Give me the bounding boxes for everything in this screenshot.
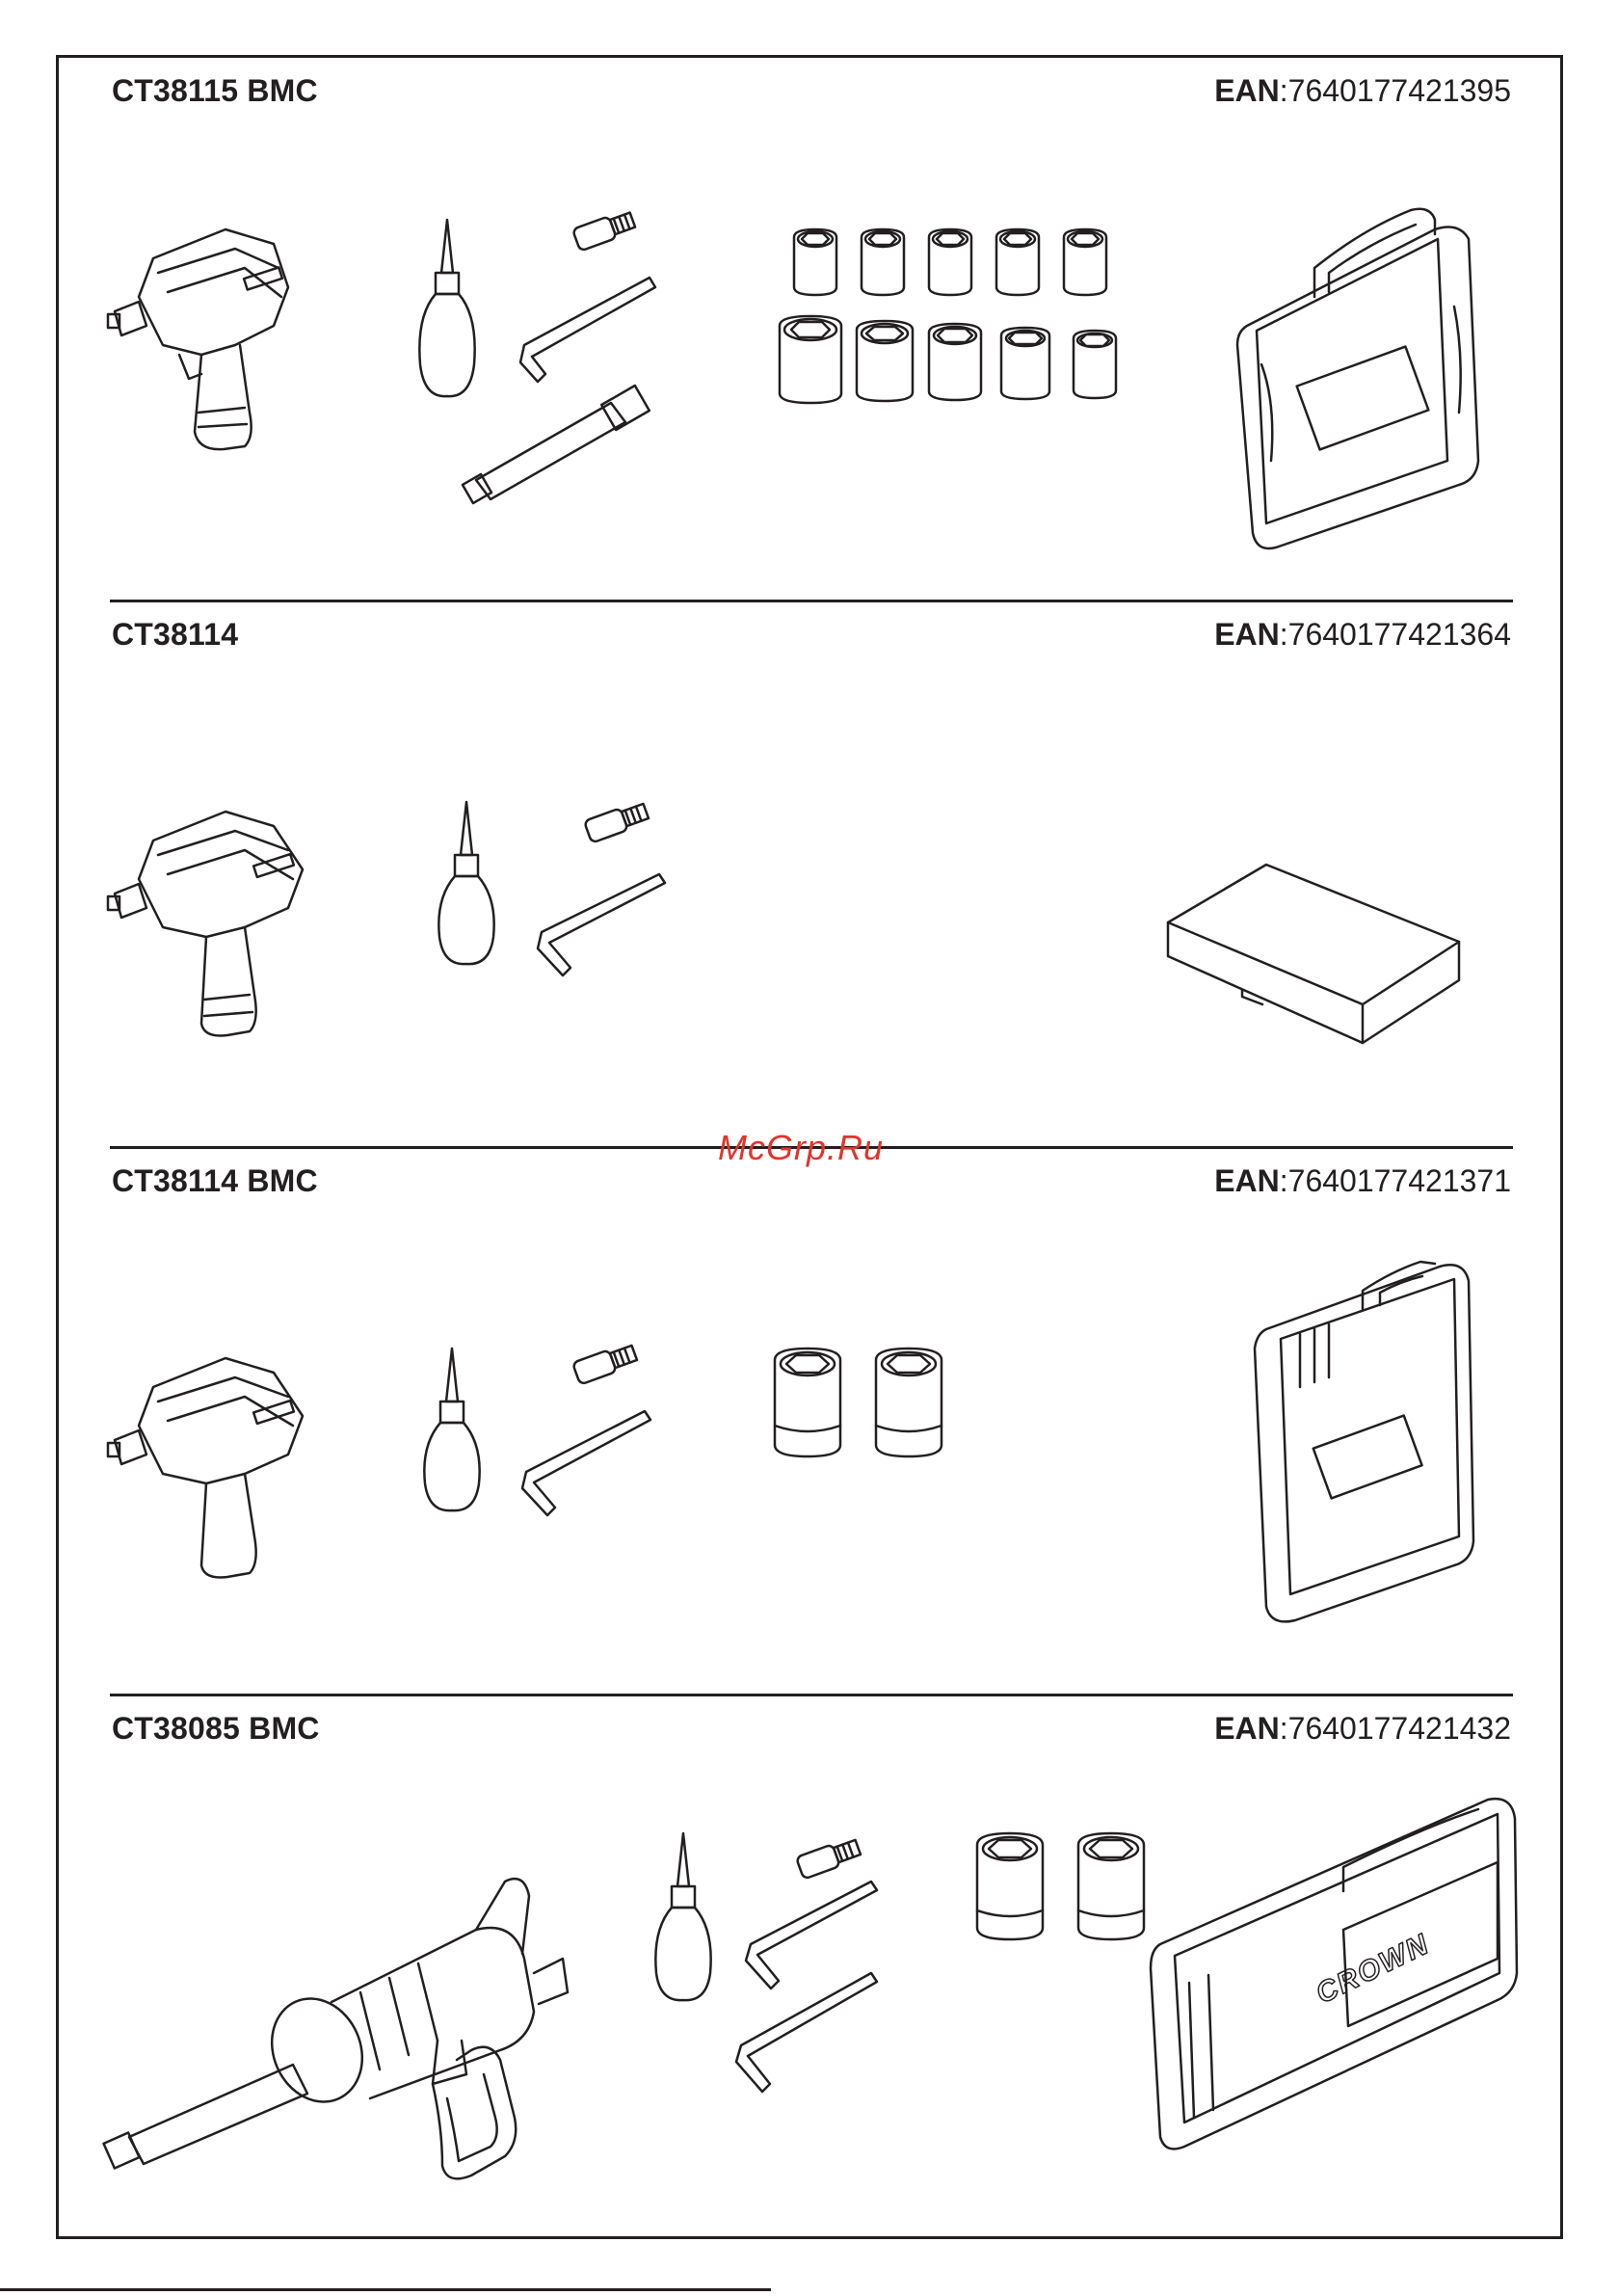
hex-key-icon <box>736 1973 877 2092</box>
oil-bottle-icon <box>419 220 474 396</box>
impact-wrench-icon <box>108 1358 303 1578</box>
oil-bottle-icon <box>655 1833 710 2000</box>
ean-code: EAN:7640177421395 <box>1214 73 1511 109</box>
product-section-ct38115-bmc: CT38115 BMC EAN:7640177421395 <box>110 56 1513 602</box>
oil-bottle-icon <box>424 1348 479 1510</box>
footer-rule <box>0 2288 771 2291</box>
air-connector-icon <box>796 1836 862 1879</box>
model-number: CT38114 <box>112 617 238 653</box>
hex-key-icon <box>520 278 655 382</box>
air-connector-icon <box>572 1342 638 1384</box>
socket-pair-icon <box>775 1348 942 1456</box>
impact-wrench-icon <box>108 812 303 1036</box>
air-connector-icon <box>584 800 650 842</box>
kit-contents-illustration <box>110 657 1513 1139</box>
hex-key-icon <box>746 1882 877 1989</box>
impact-wrench-icon <box>108 229 288 449</box>
model-number: CT38115 BMC <box>112 73 318 109</box>
air-connector-icon <box>572 209 636 252</box>
carry-case-icon <box>1237 209 1478 548</box>
product-section-ct38085-bmc: CT38085 BMC EAN:7640177421432 <box>110 1694 1513 2240</box>
case-brand-logo: CROWN <box>1312 1928 1435 2010</box>
product-section-ct38114: CT38114 EAN:7640177421364 <box>110 600 1513 1146</box>
hex-key-icon <box>538 874 665 975</box>
kit-contents-illustration <box>110 1204 1513 1686</box>
product-section-ct38114-bmc: CT38114 BMC EAN:7640177421371 <box>110 1146 1513 1693</box>
socket-set-large-icon <box>780 316 1116 403</box>
oil-bottle-icon <box>438 802 493 964</box>
packaging-box-icon <box>1168 865 1459 1043</box>
ean-code: EAN:7640177421432 <box>1214 1711 1511 1747</box>
ean-code: EAN:7640177421364 <box>1214 617 1511 653</box>
kit-contents-illustration: CROWN <box>110 1751 1513 2233</box>
model-number: CT38085 BMC <box>112 1711 320 1747</box>
hex-key-icon <box>522 1411 650 1515</box>
socket-pair-icon <box>977 1833 1144 1939</box>
extension-bar-icon <box>463 386 650 503</box>
carry-case-icon <box>1255 1262 1473 1621</box>
long-anvil-impact-wrench-icon <box>104 1879 568 2178</box>
kit-contents-illustration <box>110 114 1513 596</box>
watermark: McGrp.Ru <box>718 1128 884 1168</box>
socket-set-small-icon <box>794 229 1106 295</box>
model-number: CT38114 BMC <box>112 1163 318 1199</box>
ean-code: EAN:7640177421371 <box>1214 1163 1511 1199</box>
